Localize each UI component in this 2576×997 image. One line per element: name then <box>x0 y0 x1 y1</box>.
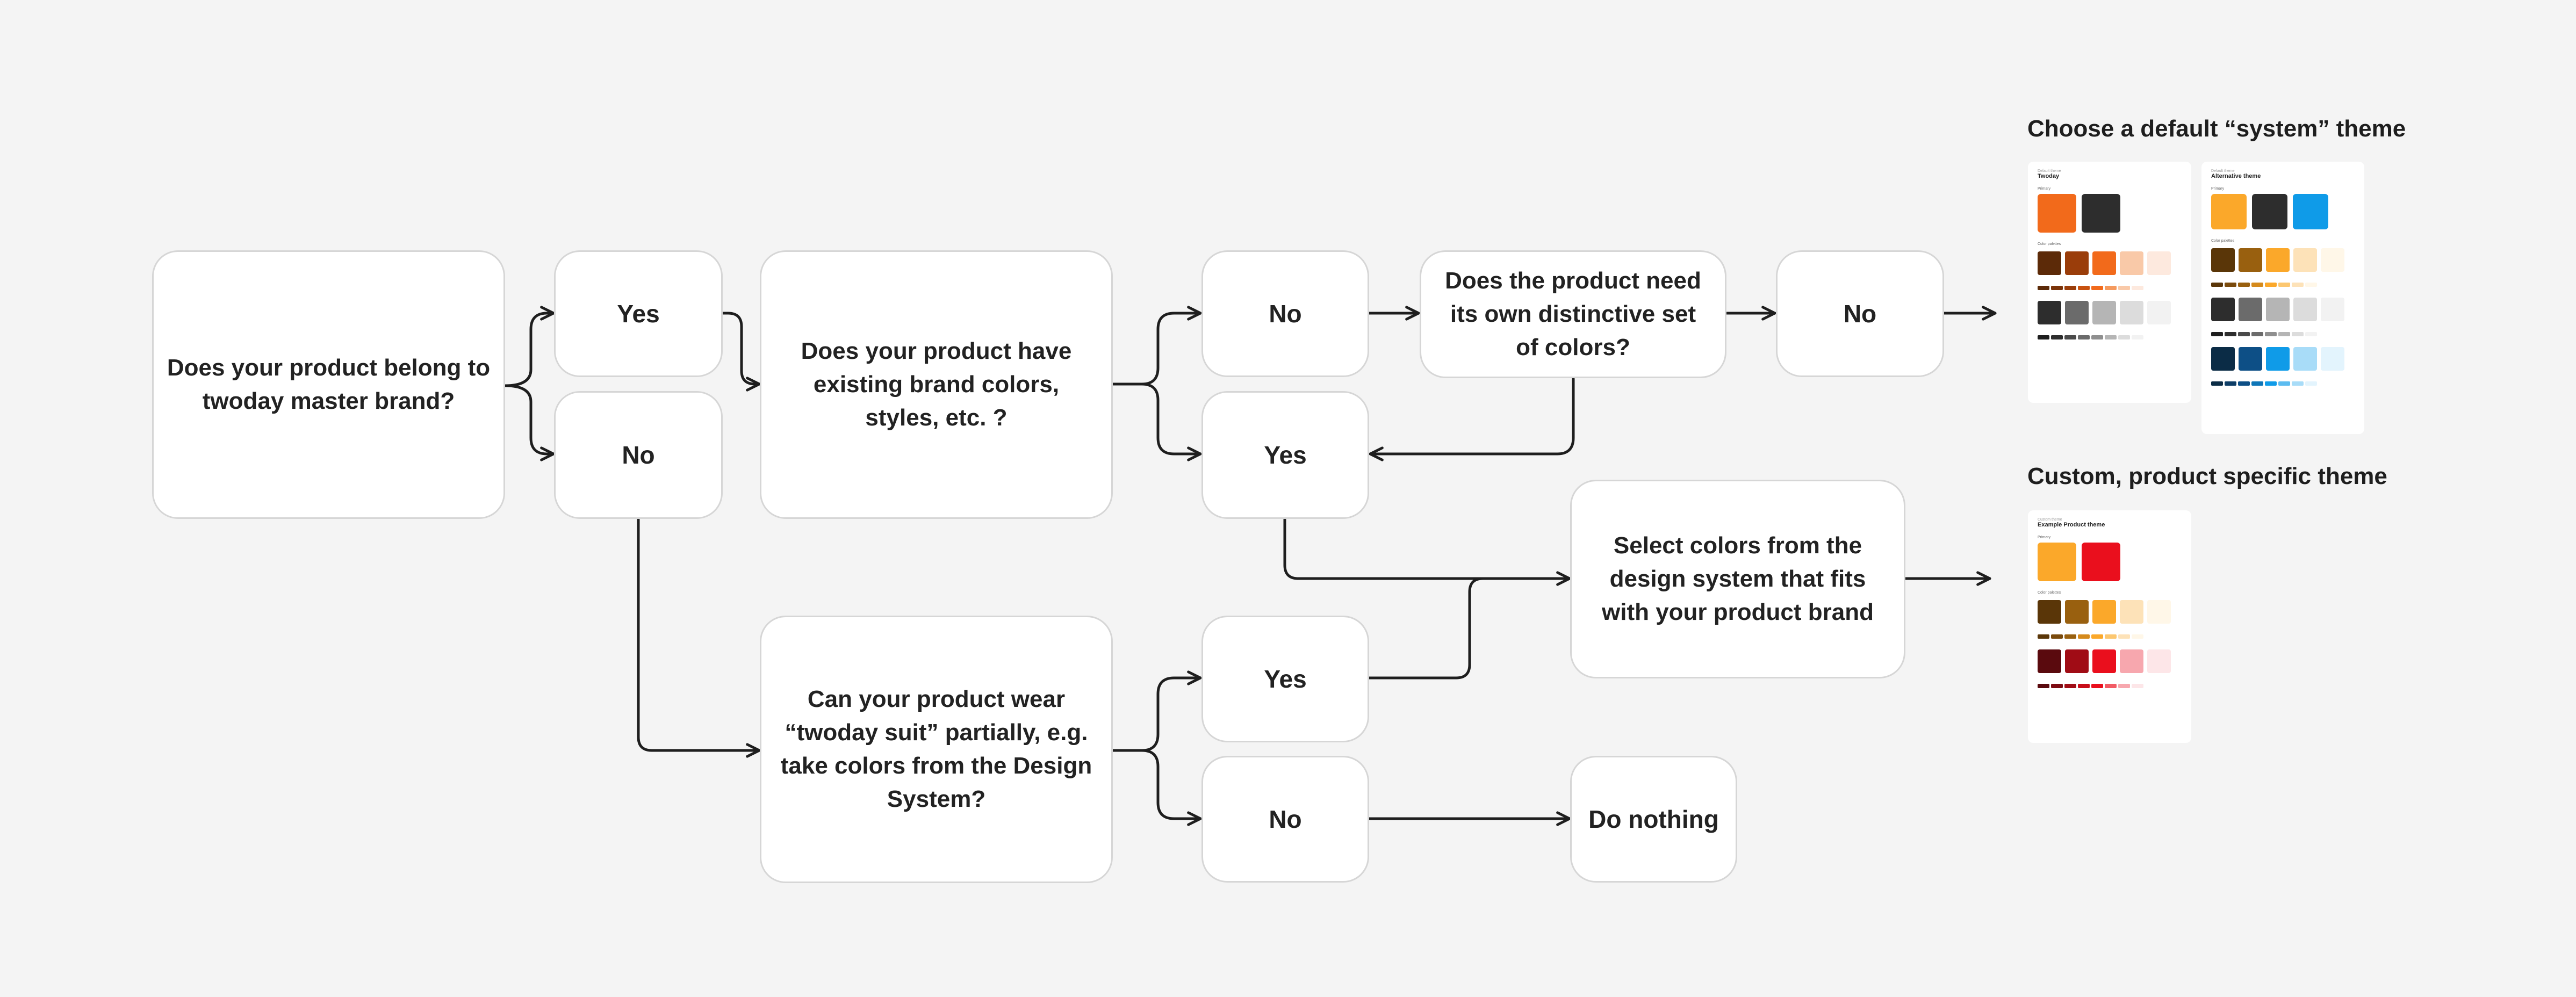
palette-blue-chips <box>2211 381 2355 386</box>
palette-orange <box>2038 251 2182 275</box>
answer-no-master-text: No <box>622 441 655 469</box>
primary-swatch <box>2038 194 2076 233</box>
palette-red <box>2038 649 2182 673</box>
palette-grey <box>2211 298 2355 321</box>
palette-grey-chips <box>2038 335 2182 339</box>
answer-yes-suit: Yes <box>1201 616 1369 742</box>
palette-amber-chips <box>2211 283 2355 287</box>
answer-yes-suit-text: Yes <box>1264 665 1307 693</box>
arrow-distinct-back-to-yes <box>1369 377 1575 461</box>
answer-no-suit-text: No <box>1269 805 1302 833</box>
arrow-existing-to-yes <box>1111 382 1202 461</box>
theme-card-name: Example Product theme <box>2038 522 2105 528</box>
palette-amber-chips <box>2038 634 2182 639</box>
question-distinctive-colors: Does the product need its own distinctiv… <box>1420 250 1726 378</box>
theme-card-name: Alternative theme <box>2211 173 2261 179</box>
arrow-yes-to-existing <box>721 312 761 392</box>
arrow-master-to-yes <box>503 306 555 387</box>
answer-no-suit: No <box>1201 756 1369 883</box>
primary-label: Primary <box>2038 536 2051 539</box>
arrow-existing-to-no <box>1111 306 1202 386</box>
answer-yes-master: Yes <box>554 250 723 377</box>
answer-no-existing: No <box>1201 250 1369 377</box>
palette-blue <box>2211 347 2355 371</box>
secondary-swatch <box>2252 194 2287 229</box>
palette-grey-chips <box>2211 332 2355 336</box>
arrow-suit-to-yes <box>1111 670 1202 752</box>
theme-card-custom: Custom theme Example Product theme Prima… <box>2028 510 2191 743</box>
palette-amber <box>2038 600 2182 624</box>
palette-grey <box>2038 301 2182 324</box>
answer-yes-existing: Yes <box>1201 391 1369 519</box>
question-distinctive-text: Does the product need its own distinctiv… <box>1445 268 1701 360</box>
question-master-brand-text: Does your product belong to twoday maste… <box>167 355 491 414</box>
answer-no-master: No <box>554 391 723 519</box>
theme-card-alternative: Default theme Alternative theme Primary … <box>2201 162 2364 434</box>
primary-label: Primary <box>2038 187 2051 191</box>
accent-swatch <box>2293 194 2328 229</box>
palettes-label: Color palettes <box>2038 242 2061 246</box>
theme-card-twoday: Default theme Twoday Primary Color palet… <box>2028 162 2191 403</box>
question-suit-text: Can your product wear “twoday suit” part… <box>780 686 1092 812</box>
palettes-label: Color palettes <box>2038 591 2061 595</box>
palette-amber <box>2211 248 2355 272</box>
answer-no-distinctive: No <box>1776 250 1944 377</box>
question-master-brand: Does your product belong to twoday maste… <box>152 250 505 519</box>
answer-no-distinctive-text: No <box>1843 300 1877 328</box>
answer-yes-master-text: Yes <box>617 300 660 328</box>
primary-label: Primary <box>2211 187 2225 191</box>
arrow-master-to-no <box>503 384 555 461</box>
primary-swatch <box>2038 543 2076 581</box>
question-twoday-suit: Can your product wear “twoday suit” part… <box>760 616 1113 883</box>
select-colors-step: Select colors from the design system tha… <box>1570 480 1905 678</box>
theme-card-subtitle: Default theme <box>2038 169 2061 173</box>
theme-card-name: Twoday <box>2038 173 2060 179</box>
palette-orange-chips <box>2038 286 2182 290</box>
primary-swatch <box>2211 194 2247 229</box>
do-nothing-step: Do nothing <box>1570 756 1737 883</box>
answer-no-existing-text: No <box>1269 300 1302 328</box>
palette-red-chips <box>2038 684 2182 688</box>
answer-yes-existing-text: Yes <box>1264 441 1307 469</box>
palettes-label: Color palettes <box>2211 239 2235 243</box>
secondary-swatch <box>2082 543 2120 581</box>
theme-card-subtitle: Custom theme <box>2038 518 2062 522</box>
arrow-no-to-suit <box>637 518 761 758</box>
question-existing-brand-colors: Does your product have existing brand co… <box>760 250 1113 519</box>
theme-card-subtitle: Default theme <box>2211 169 2235 173</box>
do-nothing-text: Do nothing <box>1588 805 1719 833</box>
heading-custom-theme: Custom, product specific theme <box>2027 463 2387 489</box>
arrow-yes-to-select <box>1283 518 1571 586</box>
arrow-suit-yes-to-select <box>1368 577 1571 680</box>
select-colors-text: Select colors from the design system tha… <box>1602 532 1874 625</box>
secondary-swatch <box>2082 194 2120 233</box>
question-existing-text: Does your product have existing brand co… <box>801 338 1072 431</box>
heading-system-theme: Choose a default “system” theme <box>2027 115 2406 142</box>
arrow-suit-to-no <box>1111 749 1202 826</box>
